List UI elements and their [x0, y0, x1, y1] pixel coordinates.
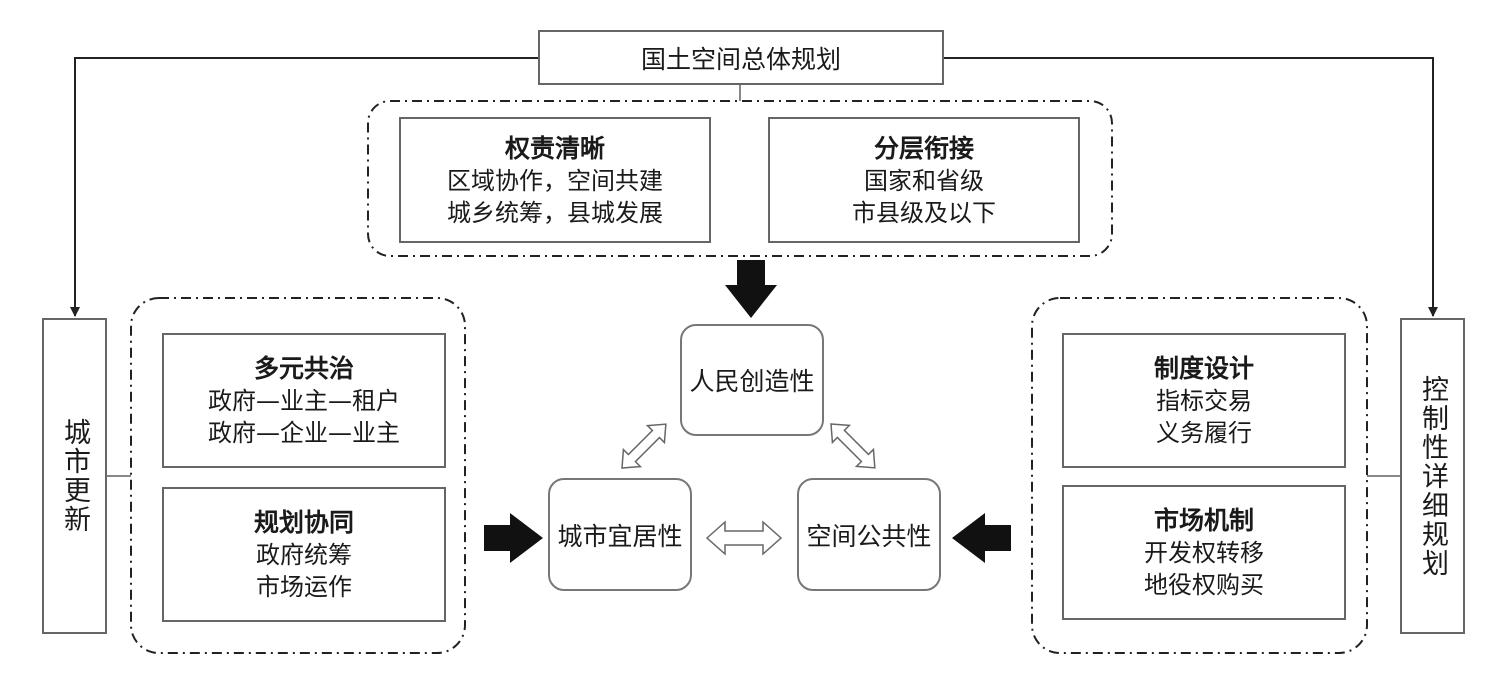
left-group-box-governance: 多元共治 政府—业主—租户 政府—企业—业主: [162, 333, 446, 468]
box-line: 市场运作: [256, 573, 352, 601]
top-group-box-responsibility: 权责清晰 区域协作，空间共建 城乡统筹，县城发展: [399, 117, 711, 243]
node-spatial-publicness: 空间公共性: [797, 478, 941, 591]
box-title: 权责清晰: [504, 133, 605, 163]
connector-top-to-left: [70, 57, 538, 317]
right-group-box-market: 市场机制 开发权转移 地役权购买: [1062, 485, 1346, 620]
box-line: 指标交易: [1156, 387, 1252, 415]
box-line: 政府统筹: [256, 541, 352, 569]
box-line: 义务履行: [1156, 419, 1252, 447]
double-arrow-left-diagonal-icon: [621, 423, 667, 469]
left-group-box-planning: 规划协同 政府统筹 市场运作: [162, 487, 446, 622]
arrow-left-icon: [952, 513, 1011, 563]
box-title: 规划协同: [253, 508, 354, 537]
double-arrow-horizontal-icon: [705, 520, 783, 556]
box-title: 制度设计: [1153, 354, 1254, 383]
right-side-title: 控制性详细规划: [1417, 374, 1448, 578]
box-title: 市场机制: [1153, 506, 1254, 535]
arrow-down-icon: [725, 260, 777, 318]
box-line: 开发权转移: [1144, 539, 1264, 567]
left-group-frame: [130, 297, 466, 654]
left-side-box: 城市更新: [42, 318, 107, 634]
box-line: 区域协作，空间共建: [447, 166, 663, 195]
box-line: 政府—企业—业主: [208, 419, 400, 447]
node-people-creativity: 人民创造性: [680, 324, 824, 436]
arrow-right-icon: [484, 513, 543, 563]
top-title-box: 国土空间总体规划: [538, 30, 944, 85]
top-group-box-layering: 分层衔接 国家和省级 市县级及以下: [768, 117, 1080, 243]
connector-top-to-right: [944, 57, 1438, 317]
box-line: 地役权购买: [1144, 571, 1264, 599]
node-urban-livability: 城市宜居性: [548, 478, 692, 591]
right-group-box-institution: 制度设计 指标交易 义务履行: [1062, 333, 1346, 468]
left-side-title: 城市更新: [59, 418, 90, 534]
top-title: 国土空间总体规划: [640, 44, 841, 74]
box-line: 市县级及以下: [852, 198, 996, 227]
box-line: 国家和省级: [864, 166, 984, 195]
double-arrow-right-diagonal-icon: [830, 423, 876, 469]
right-group-frame: [1031, 297, 1368, 654]
box-title: 分层衔接: [873, 133, 974, 163]
box-title: 多元共治: [253, 354, 354, 383]
box-line: 城乡统筹，县城发展: [447, 198, 663, 227]
right-side-box: 控制性详细规划: [1400, 318, 1465, 634]
box-line: 政府—业主—租户: [208, 387, 400, 415]
